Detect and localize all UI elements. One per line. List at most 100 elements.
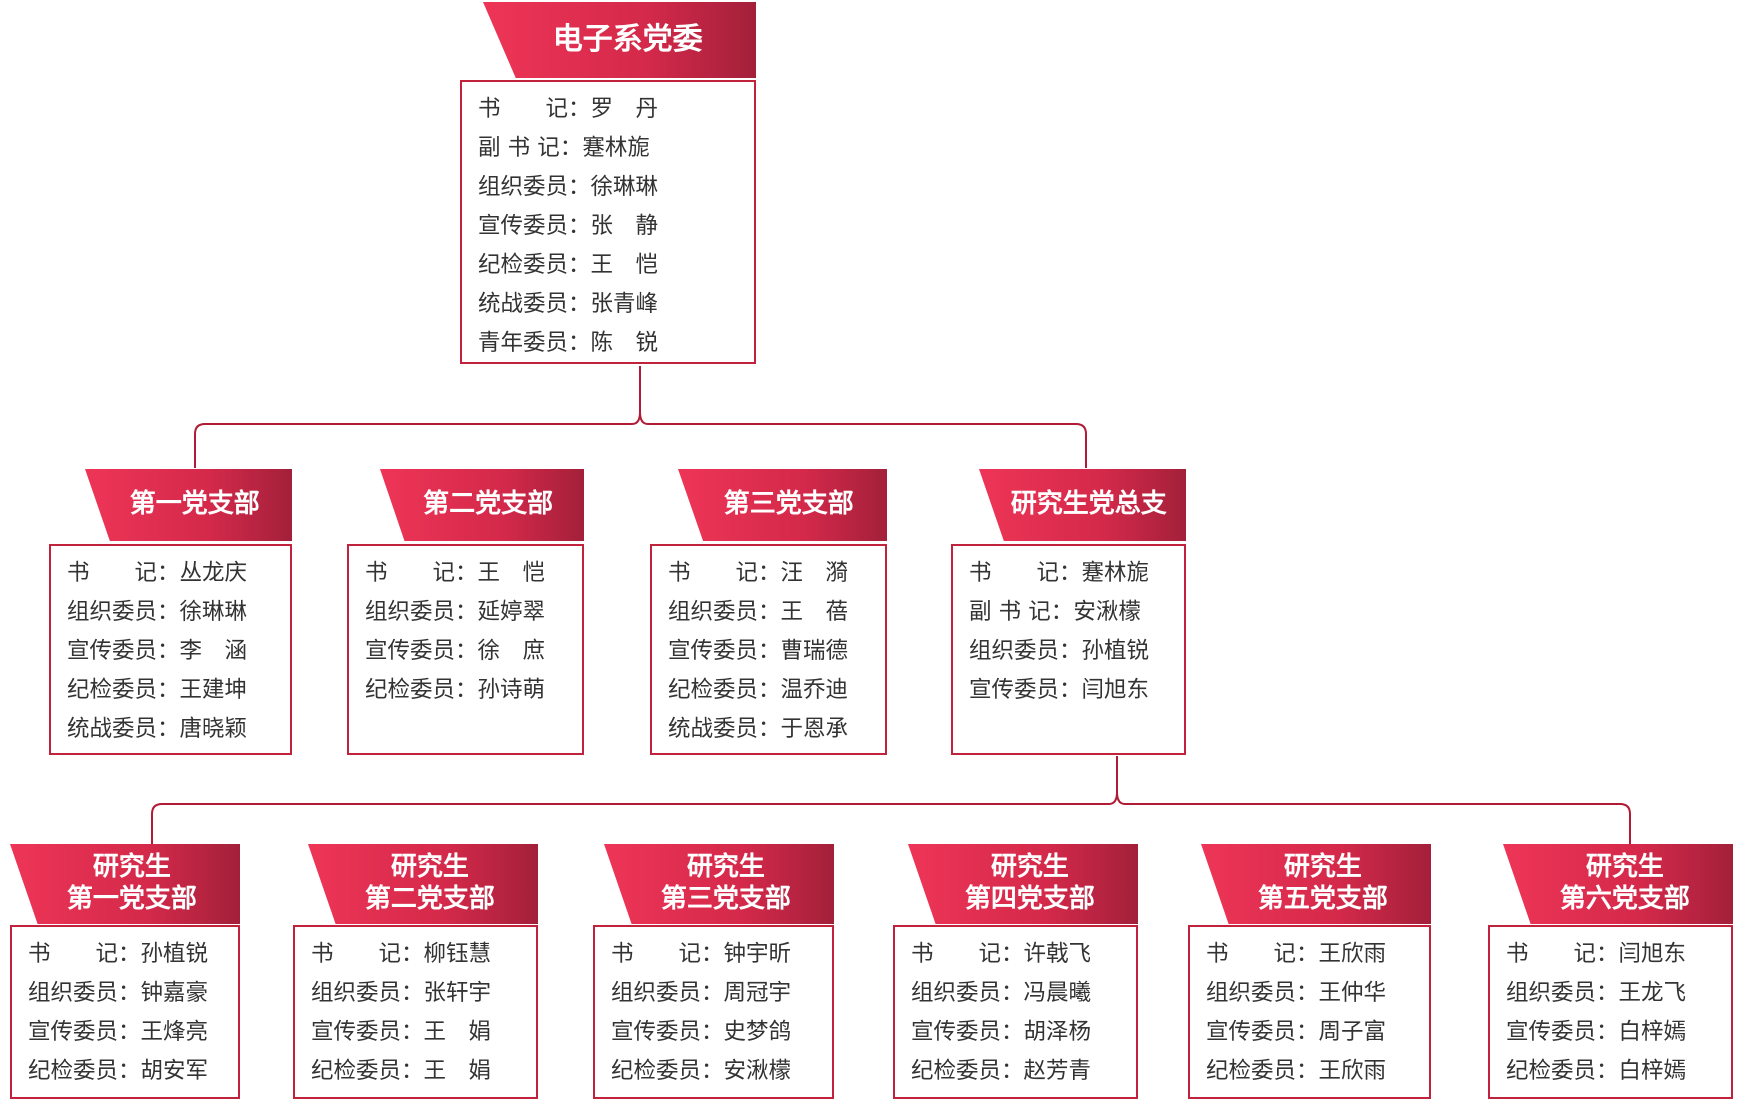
- member-role: 宣传委员：: [67, 638, 180, 664]
- member-name: 王 蓓: [780, 599, 849, 625]
- title-line: 研究生: [990, 852, 1069, 883]
- member-row: 纪检委员：孙诗萌: [365, 671, 582, 710]
- member-role: 组织委员：: [611, 980, 724, 1006]
- member-name: 周冠宇: [723, 980, 792, 1006]
- member-name: 徐琳琳: [590, 174, 659, 200]
- member-row: 统战委员：张青峰: [478, 285, 754, 324]
- member-role: 纪检委员：: [611, 1058, 724, 1084]
- member-row: 组织委员：王龙飞: [1506, 974, 1731, 1013]
- member-role: 书 记：: [67, 560, 180, 586]
- title-line: 研究生: [92, 852, 171, 883]
- member-role: 组织委员：: [1506, 980, 1619, 1006]
- grad-branch-node-members: 书 记：王欣雨组织委员：王仲华宣传委员：周子富纪检委员：王欣雨: [1188, 925, 1431, 1099]
- member-row: 宣传委员：徐 庶: [365, 632, 582, 671]
- member-row: 书 记：闫旭东: [1506, 935, 1731, 974]
- member-role: 宣传委员：: [911, 1019, 1024, 1045]
- branch-node-title: 第一党支部: [85, 469, 292, 541]
- member-name: 陈 锐: [590, 330, 659, 356]
- member-name: 于恩承: [780, 716, 849, 742]
- member-row: 统战委员：于恩承: [668, 710, 885, 749]
- member-role: 副 书 记：: [478, 135, 583, 161]
- grad-branch-node-members: 书 记：许戟飞组织委员：冯晨曦宣传委员：胡泽杨纪检委员：赵芳青: [893, 925, 1138, 1099]
- grad-branch-node: 研究生第一党支部书 记：孙植锐组织委员：钟嘉豪宣传委员：王烽亮纪检委员：胡安军: [10, 844, 240, 1099]
- member-name: 曹瑞德: [780, 638, 849, 664]
- member-row: 宣传委员：史梦鸽: [611, 1013, 832, 1052]
- member-row: 宣传委员：张 静: [478, 207, 754, 246]
- member-role: 纪检委员：: [28, 1058, 141, 1084]
- committee-node-title: 电子系党委: [483, 2, 756, 78]
- branch-node-members: 书 记：丛龙庆组织委员：徐琳琳宣传委员：李 涵纪检委员：王建坤统战委员：唐晓颖: [49, 544, 292, 755]
- member-name: 王欣雨: [1318, 941, 1387, 967]
- member-row: 组织委员：王仲华: [1206, 974, 1429, 1013]
- member-role: 纪检委员：: [911, 1058, 1024, 1084]
- member-role: 宣传委员：: [611, 1019, 724, 1045]
- member-name: 孙诗萌: [477, 677, 546, 703]
- member-role: 组织委员：: [478, 174, 591, 200]
- grad-branch-node-title: 研究生第四党支部: [908, 844, 1138, 924]
- member-role: 统战委员：: [478, 291, 591, 317]
- title-line: 第二党支部: [364, 884, 495, 914]
- title-line: 研究生: [1283, 852, 1362, 883]
- title-line: 第一党支部: [129, 489, 260, 520]
- member-name: 蹇林旎: [1081, 560, 1150, 586]
- member-role: 副 书 记：: [969, 599, 1074, 625]
- member-row: 纪检委员：王 恺: [478, 246, 754, 285]
- member-role: 组织委员：: [28, 980, 141, 1006]
- member-name: 王 恺: [477, 560, 546, 586]
- member-name: 柳钰慧: [423, 941, 492, 967]
- member-name: 唐晓颖: [179, 716, 248, 742]
- grad-branch-node-title: 研究生第六党支部: [1503, 844, 1733, 924]
- member-role: 纪检委员：: [311, 1058, 424, 1084]
- member-role: 统战委员：: [67, 716, 180, 742]
- member-row: 宣传委员：胡泽杨: [911, 1013, 1136, 1052]
- grad-branch-node: 研究生第三党支部书 记：钟宇昕组织委员：周冠宇宣传委员：史梦鸽纪检委员：安湫檬: [593, 844, 834, 1099]
- member-role: 书 记：: [668, 560, 781, 586]
- member-name: 钟宇昕: [723, 941, 792, 967]
- branch-node: 第三党支部书 记：汪 漪组织委员：王 蓓宣传委员：曹瑞德纪检委员：温乔迪统战委员…: [650, 469, 887, 755]
- title-line: 第二党支部: [423, 489, 554, 520]
- member-name: 王龙飞: [1618, 980, 1687, 1006]
- member-name: 张青峰: [590, 291, 659, 317]
- member-role: 组织委员：: [969, 638, 1082, 664]
- member-name: 王建坤: [179, 677, 248, 703]
- member-name: 汪 漪: [780, 560, 849, 586]
- member-row: 纪检委员：安湫檬: [611, 1052, 832, 1091]
- member-row: 青年委员：陈 锐: [478, 324, 754, 363]
- member-role: 书 记：: [311, 941, 424, 967]
- branch-node: 第二党支部书 记：王 恺组织委员：延婷翠宣传委员：徐 庶纪检委员：孙诗萌: [347, 469, 584, 755]
- member-name: 王 恺: [590, 252, 659, 278]
- grad-branch-node: 研究生第六党支部书 记：闫旭东组织委员：王龙飞宣传委员：白梓嫣纪检委员：白梓嫣: [1488, 844, 1733, 1099]
- member-row: 书 记：孙植锐: [28, 935, 238, 974]
- member-row: 书 记：罗 丹: [478, 90, 754, 129]
- member-row: 组织委员：徐琳琳: [478, 168, 754, 207]
- grad-branch-node-title: 研究生第三党支部: [604, 844, 834, 924]
- member-name: 徐 庶: [477, 638, 546, 664]
- member-role: 书 记：: [969, 560, 1082, 586]
- branch-node-members: 书 记：蹇林旎副 书 记：安湫檬组织委员：孙植锐宣传委员：闫旭东: [951, 544, 1186, 755]
- member-row: 组织委员：孙植锐: [969, 632, 1184, 671]
- member-role: 宣传委员：: [668, 638, 781, 664]
- title-line: 第五党支部: [1257, 884, 1388, 914]
- grad-branch-node-members: 书 记：柳钰慧组织委员：张轩宇宣传委员：王 娟纪检委员：王 娟: [293, 925, 538, 1099]
- member-row: 书 记：丛龙庆: [67, 554, 290, 593]
- member-name: 蹇林旎: [582, 135, 650, 161]
- branch-node-title: 研究生党总支: [979, 469, 1186, 541]
- title-line: 研究生: [1585, 852, 1664, 883]
- title-line: 第三党支部: [660, 884, 791, 914]
- member-name: 安湫檬: [1073, 599, 1141, 625]
- member-name: 王欣雨: [1318, 1058, 1387, 1084]
- member-role: 组织委员：: [311, 980, 424, 1006]
- member-role: 宣传委员：: [28, 1019, 141, 1045]
- member-row: 组织委员：延婷翠: [365, 593, 582, 632]
- branch-node-title: 第二党支部: [380, 469, 584, 541]
- member-name: 张轩宇: [423, 980, 492, 1006]
- grad-branch-node-members: 书 记：钟宇昕组织委员：周冠宇宣传委员：史梦鸽纪检委员：安湫檬: [593, 925, 834, 1099]
- member-name: 李 涵: [179, 638, 248, 664]
- member-row: 组织委员：张轩宇: [311, 974, 536, 1013]
- member-role: 组织委员：: [911, 980, 1024, 1006]
- member-role: 书 记：: [611, 941, 724, 967]
- member-role: 书 记：: [28, 941, 141, 967]
- branch-node-members: 书 记：汪 漪组织委员：王 蓓宣传委员：曹瑞德纪检委员：温乔迪统战委员：于恩承: [650, 544, 887, 755]
- branch-node: 研究生党总支书 记：蹇林旎副 书 记：安湫檬组织委员：孙植锐宣传委员：闫旭东: [951, 469, 1186, 755]
